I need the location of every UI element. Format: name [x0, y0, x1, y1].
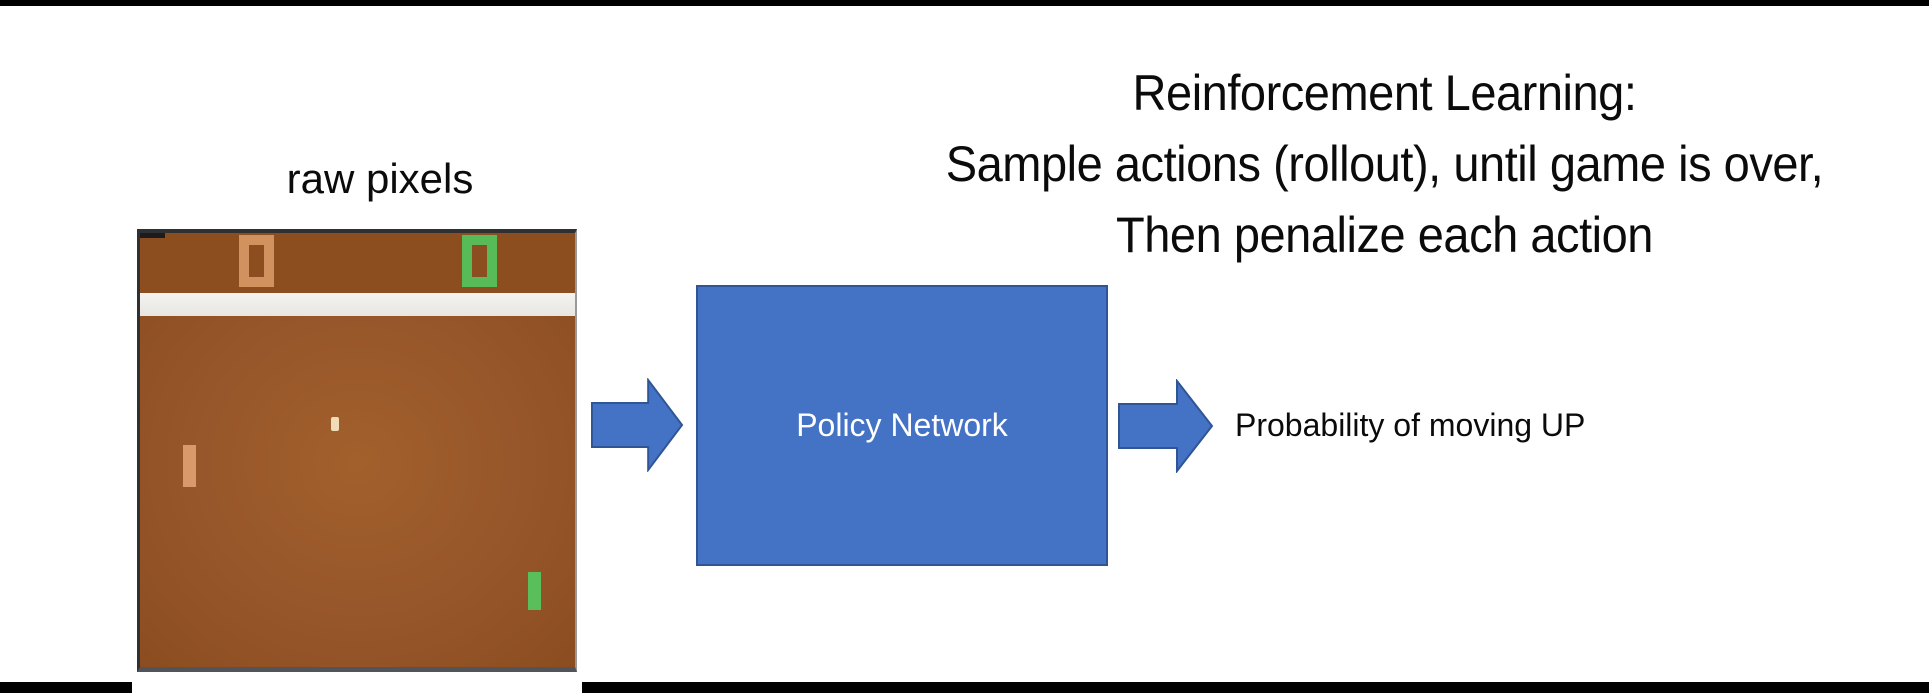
- pong-top-left-mark: [140, 233, 165, 238]
- raw-pixels-label: raw pixels: [286, 155, 474, 202]
- output-arrow-icon: [1118, 379, 1214, 473]
- title-line-3: Then penalize each action: [1116, 207, 1653, 263]
- pong-score-band: [140, 233, 575, 293]
- pong-right-paddle: [528, 572, 541, 610]
- pong-right-score: [462, 235, 497, 287]
- title-line-1: Reinforcement Learning:: [1132, 65, 1637, 121]
- top-letterbox-bar: [0, 0, 1929, 6]
- pong-game-frame: [137, 229, 577, 672]
- bottom-left-letterbox-bar: [0, 682, 132, 693]
- pong-left-score: [239, 235, 274, 287]
- slide-title: Reinforcement Learning: Sample actions (…: [873, 58, 1897, 271]
- bottom-right-letterbox-bar: [582, 682, 1929, 693]
- pong-field: [140, 316, 575, 667]
- probability-output-label: Probability of moving UP: [1235, 407, 1586, 443]
- input-arrow-icon: [591, 378, 684, 472]
- pong-left-paddle: [183, 445, 196, 487]
- pong-ball: [331, 417, 339, 431]
- pong-screen: [140, 233, 575, 667]
- policy-network-box: Policy Network: [696, 285, 1108, 566]
- policy-network-label: Policy Network: [796, 407, 1008, 443]
- title-line-2: Sample actions (rollout), until game is …: [945, 136, 1824, 192]
- pong-white-band: [140, 293, 575, 316]
